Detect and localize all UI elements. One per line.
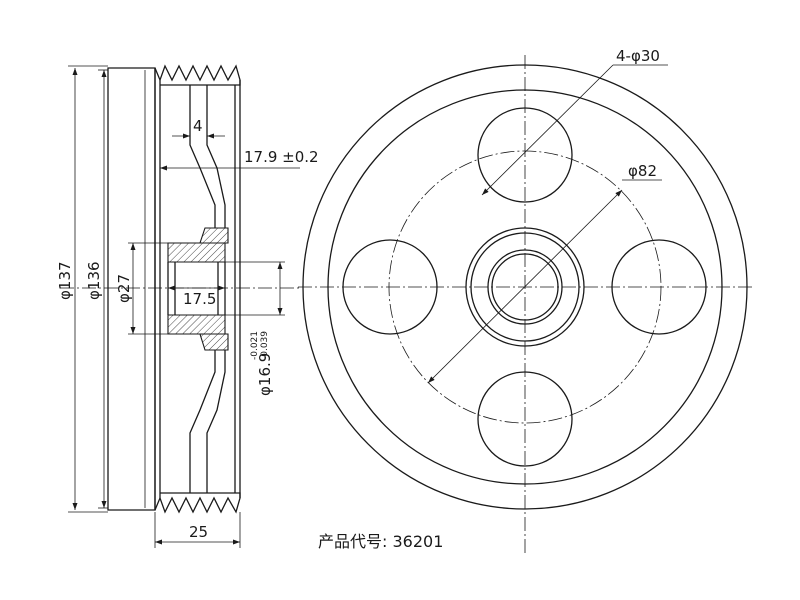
holes-leader — [481, 64, 614, 196]
side-section-view: φ137 φ136 φ27 17.5 φ16.9 -0.021 -0.039 4… — [56, 64, 319, 548]
web-upper — [189, 85, 226, 228]
dim-136-label: φ136 — [85, 261, 103, 300]
bottom-groove-teeth — [154, 492, 241, 514]
dim-4-label: 4 — [193, 117, 203, 135]
dim-17-9-label: 17.9 ±0.2 — [244, 148, 319, 166]
web-fillet-lower — [199, 333, 229, 351]
web-fillet-upper — [199, 227, 229, 244]
web-lower — [189, 350, 226, 493]
top-groove-teeth — [154, 64, 241, 86]
hub-section-lower — [167, 314, 226, 335]
front-view: 4-φ30 φ82 — [298, 47, 755, 555]
dim-16-9-label: φ16.9 — [256, 353, 274, 396]
dim-137-label: φ137 — [56, 261, 74, 300]
dim-17-5-label: 17.5 — [183, 290, 216, 308]
dim-16-9-upper-tol: -0.021 — [250, 331, 260, 360]
pcd-leader — [427, 189, 623, 384]
dim-16-9-lower-tol: -0.039 — [260, 331, 270, 360]
dim-25-label: 25 — [189, 523, 208, 541]
dim-27-label: φ27 — [115, 274, 133, 303]
hub-section-upper — [167, 242, 226, 263]
pcd-label: φ82 — [628, 162, 657, 180]
product-code: 产品代号: 36201 — [318, 532, 443, 551]
holes-label: 4-φ30 — [616, 47, 660, 65]
